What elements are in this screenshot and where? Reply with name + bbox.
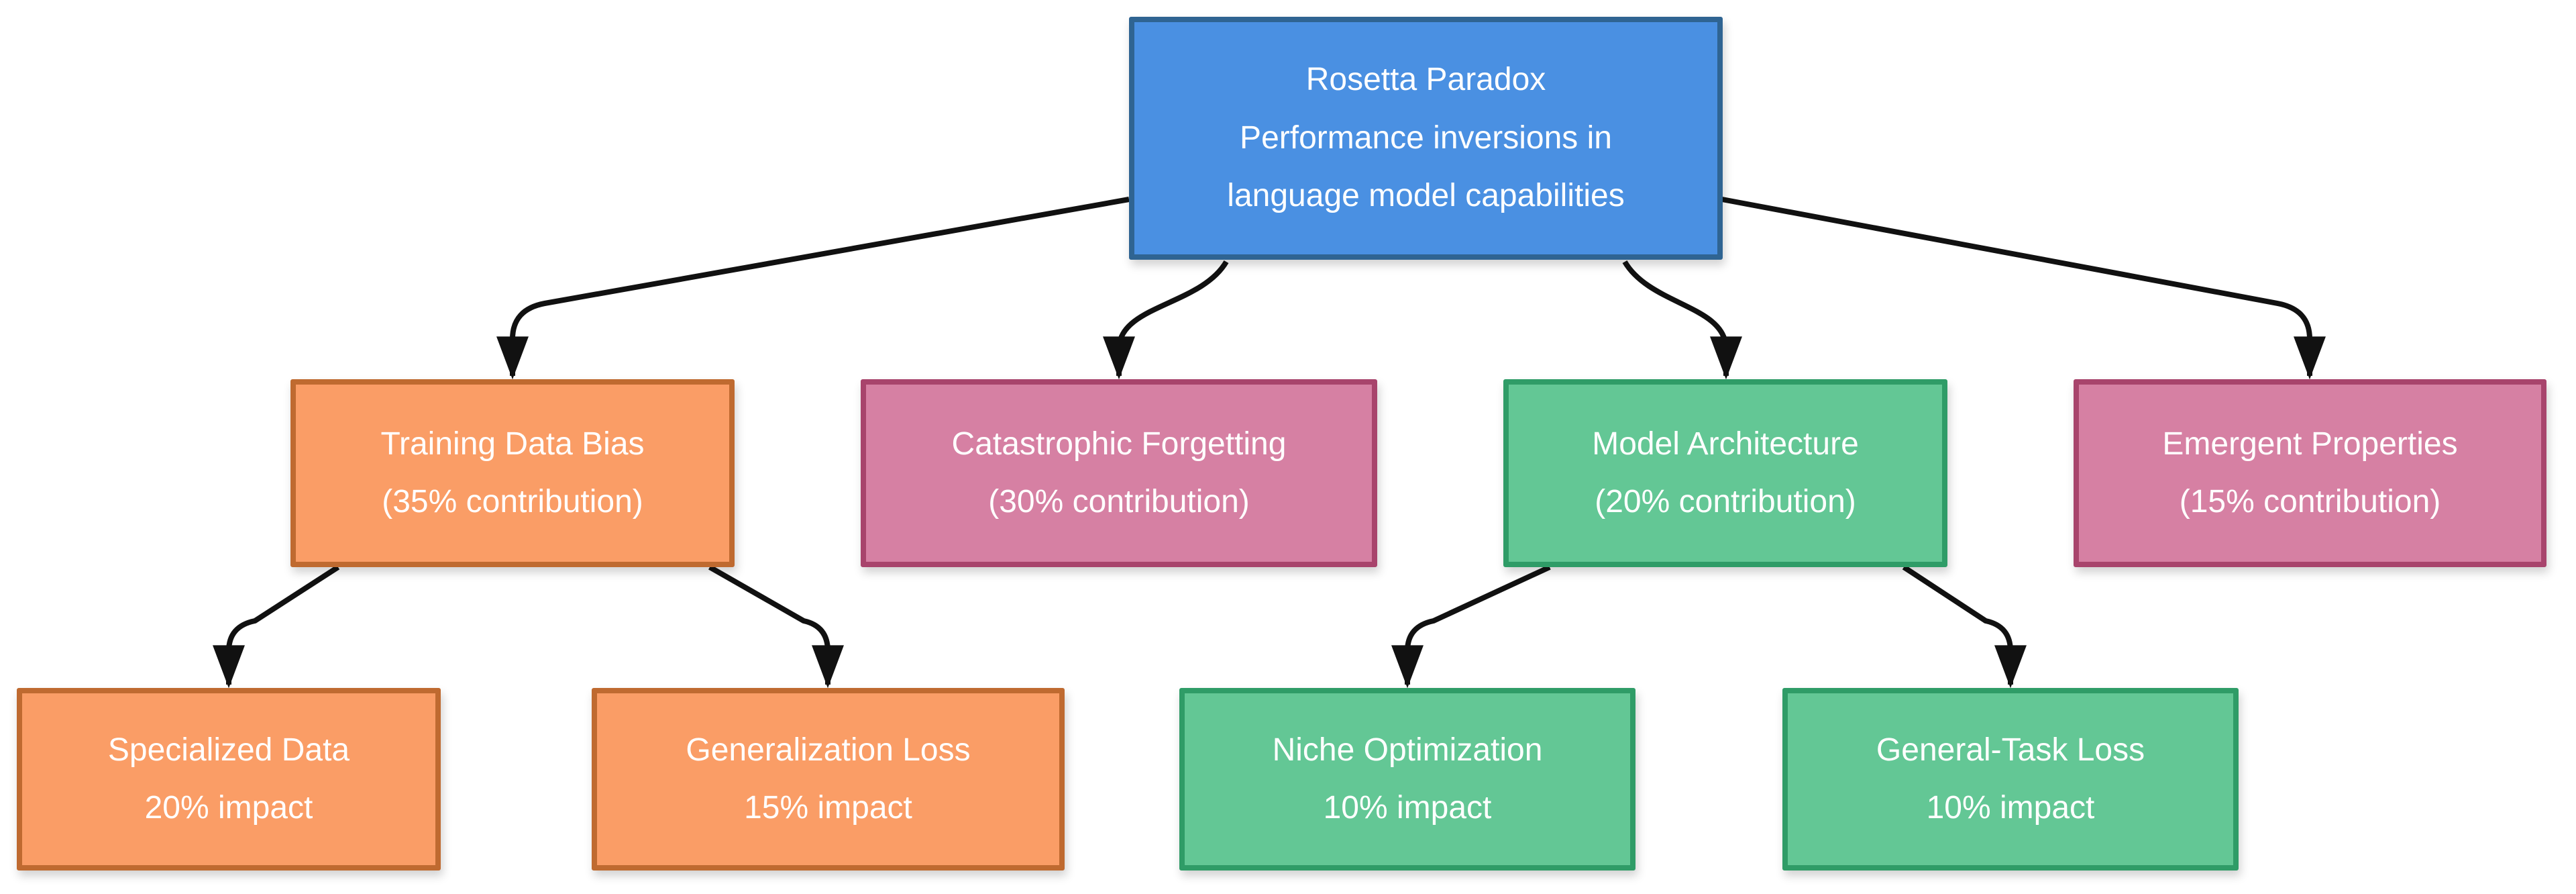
node-line: 10% impact: [1926, 790, 2095, 826]
node-line: Performance inversions in: [1240, 119, 1612, 156]
node-catastrophic-forgetting: Catastrophic Forgetting (30% contributio…: [861, 379, 1377, 567]
node-general-task-loss: General-Task Loss 10% impact: [1782, 688, 2239, 871]
node-line: General-Task Loss: [1876, 732, 2145, 768]
node-model-architecture: Model Architecture (20% contribution): [1503, 379, 1947, 567]
edge-training-generalization-loss: [708, 564, 844, 689]
edge-modelarch-general-task-loss: [1902, 564, 2027, 689]
node-line: 20% impact: [144, 790, 313, 826]
node-line: (35% contribution): [382, 484, 643, 519]
node-line: (15% contribution): [2179, 484, 2441, 519]
node-line: 15% impact: [744, 790, 912, 826]
edge-training-specialized-data: [213, 564, 340, 689]
node-niche-optimization: Niche Optimization 10% impact: [1179, 688, 1635, 871]
node-generalization-loss: Generalization Loss 15% impact: [592, 688, 1065, 871]
node-specialized-data: Specialized Data 20% impact: [17, 688, 441, 871]
node-line: (30% contribution): [988, 484, 1250, 519]
node-line: Rosetta Paradox: [1305, 62, 1546, 98]
edge-root-model-architecture: [1622, 260, 1742, 380]
node-line: Generalization Loss: [686, 732, 971, 768]
node-line: language model capabilities: [1227, 178, 1625, 214]
edge-root-catastrophic-forgetting: [1103, 260, 1229, 380]
edge-modelarch-niche-optimization: [1391, 564, 1551, 689]
edge-root-training-data-bias: [496, 197, 1130, 380]
node-line: Training Data Bias: [380, 426, 645, 462]
node-emergent-properties: Emergent Properties (15% contribution): [2074, 379, 2546, 567]
node-line: Emergent Properties: [2162, 426, 2458, 462]
node-line: Niche Optimization: [1272, 732, 1543, 768]
node-line: Specialized Data: [107, 732, 350, 768]
node-line: 10% impact: [1323, 790, 1492, 826]
node-training-data-bias: Training Data Bias (35% contribution): [290, 379, 735, 567]
node-line: Model Architecture: [1592, 426, 1859, 462]
node-line: (20% contribution): [1595, 484, 1856, 519]
node-line: Catastrophic Forgetting: [951, 426, 1287, 462]
edge-root-emergent-properties: [1721, 197, 2326, 380]
node-rosetta-paradox: Rosetta Paradox Performance inversions i…: [1129, 17, 1723, 260]
